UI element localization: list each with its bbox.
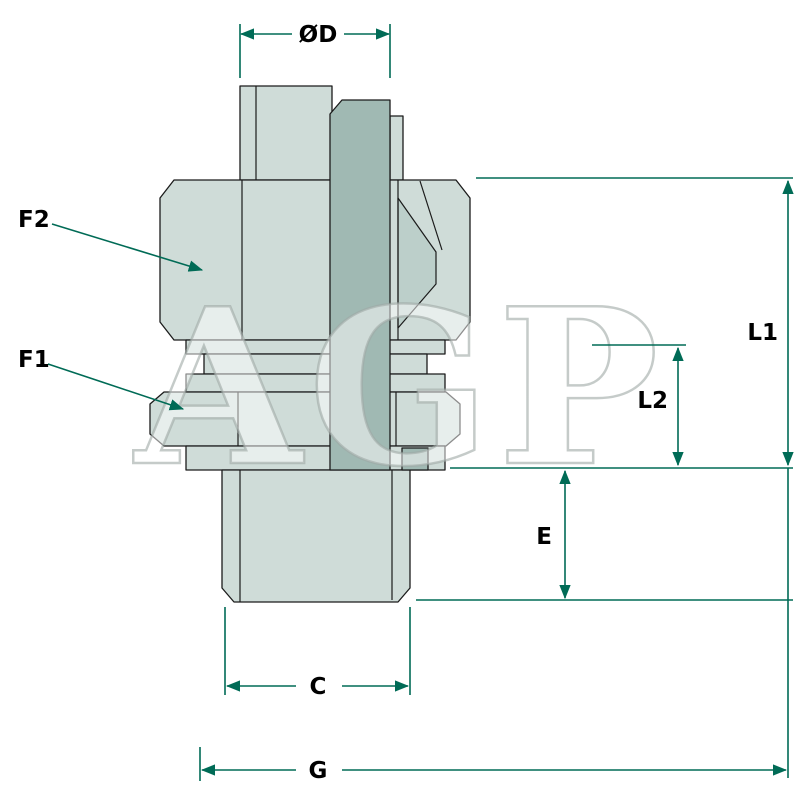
washer-cut-block (401, 447, 429, 471)
f1-leader (47, 363, 185, 411)
tube-top (239, 85, 333, 181)
dim-label-c: C (310, 674, 327, 700)
fitting-body (149, 85, 471, 603)
cone-detail-line (419, 180, 443, 251)
dim-label-g: G (309, 758, 328, 784)
tube-lip (389, 115, 404, 181)
dim-label-l1: L1 (747, 320, 778, 346)
watermark-text: AGP (133, 261, 665, 514)
dim-label-e: E (536, 524, 552, 550)
dim-label-diameter: ØD (299, 22, 338, 48)
dimension-lines: ØD F2 F1 L1 L2 E (18, 22, 794, 784)
upper-hex-nut (159, 179, 471, 341)
section-band (329, 99, 391, 471)
dim-label-f2: F2 (18, 207, 50, 233)
dim-label-l2: L2 (637, 388, 668, 414)
dim-label-f1: F1 (18, 347, 50, 373)
f2-leader (51, 223, 204, 272)
